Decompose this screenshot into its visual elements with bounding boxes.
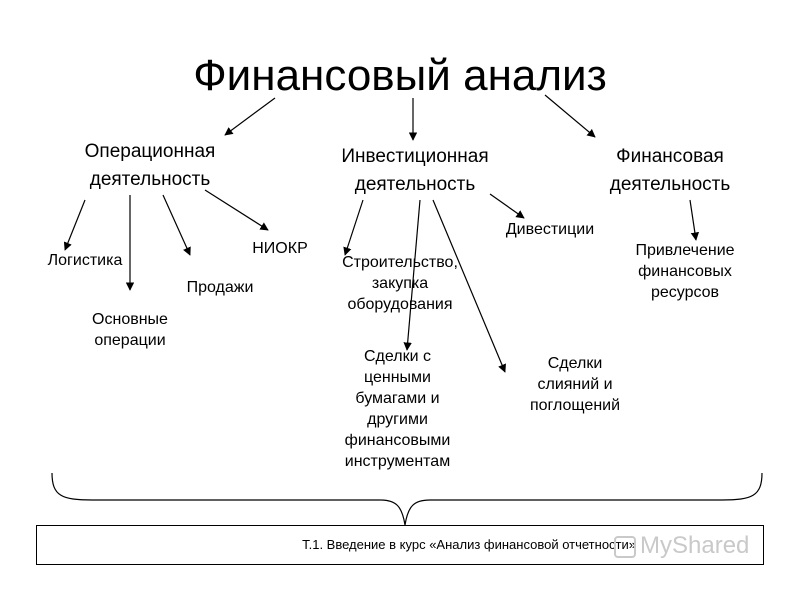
brace: [51, 472, 763, 526]
item-construction: Строительство, закупка оборудования: [342, 254, 458, 313]
arrow-to-construction: [343, 199, 364, 256]
category-operating: Операционная деятельность: [84, 141, 216, 190]
item-sales: Продажи: [186, 279, 254, 296]
arrow-title-to-operating: [224, 97, 276, 136]
arrow-title-to-financing: [544, 94, 596, 138]
footer-box: [36, 525, 764, 565]
arrow-to-divestitures: [489, 193, 525, 219]
watermark-icon: [614, 535, 636, 558]
arrow-to-sales: [162, 194, 191, 256]
arrow-to-rnd: [204, 189, 269, 231]
item-core-operations: Основные операции: [92, 311, 168, 349]
item-rnd: НИОКР: [252, 240, 308, 257]
category-financing: Финансовая деятельность: [609, 146, 731, 195]
watermark-text: MyShared: [640, 532, 750, 559]
arrow-to-mna: [432, 199, 506, 373]
arrow-to-raising: [689, 199, 700, 241]
arrow-to-securities: [403, 199, 421, 351]
item-divestitures: Дивестиции: [505, 221, 595, 238]
item-logistics: Логистика: [47, 252, 123, 269]
item-raising-funds: Привлечение финансовых ресурсов: [635, 242, 735, 301]
item-mna: Сделки слияний и поглощений: [529, 355, 621, 414]
footer-text: Т.1. Введение в курс «Анализ финансовой …: [302, 537, 636, 552]
arrow-to-logistics: [63, 199, 86, 251]
page-title: Финансовый анализ: [193, 51, 607, 100]
watermark: MyShared: [614, 530, 764, 562]
category-investing: Инвестиционная деятельность: [341, 146, 489, 195]
item-securities: Сделки с ценными бумагами и другими фина…: [344, 348, 451, 470]
